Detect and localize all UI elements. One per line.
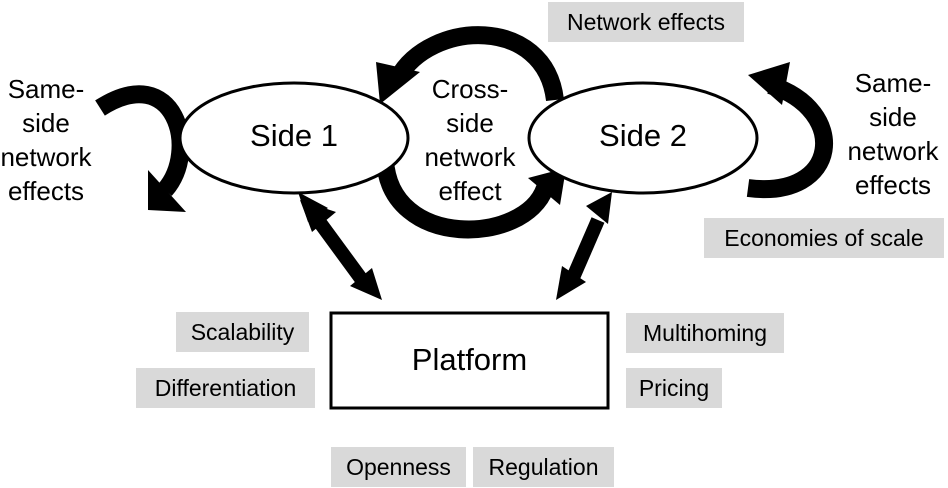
tag-economies-of-scale: Economies of scale — [704, 218, 944, 258]
side1-label: Side 1 — [250, 118, 338, 153]
tag-regulation: Regulation — [473, 447, 614, 487]
side1-platform-arrow — [298, 192, 382, 300]
platform-label: Platform — [411, 342, 528, 377]
tag-scalability: Scalability — [176, 312, 309, 352]
tag-multihoming: Multihoming — [626, 313, 784, 353]
same-side-right-label: Same- side network effects — [847, 68, 939, 200]
same-side-left-arrow — [95, 85, 190, 212]
cross-side-bottom-arrow — [376, 158, 566, 239]
side1-node — [178, 81, 410, 195]
tag-pricing: Pricing — [626, 368, 722, 408]
side2-label: Side 2 — [599, 118, 687, 153]
tag-openness: Openness — [331, 447, 466, 487]
cross-side-label: Cross- side network effect — [424, 74, 516, 206]
tag-network-effects: Network effects — [548, 2, 744, 42]
same-side-right-arrow — [746, 62, 833, 199]
platform-node — [329, 311, 610, 410]
tag-differentiation: Differentiation — [136, 368, 315, 408]
cross-side-top-arrow — [376, 26, 564, 104]
side2-node — [527, 81, 759, 195]
side2-platform-arrow — [556, 192, 612, 300]
same-side-left-label: Same- side network effects — [0, 74, 92, 206]
